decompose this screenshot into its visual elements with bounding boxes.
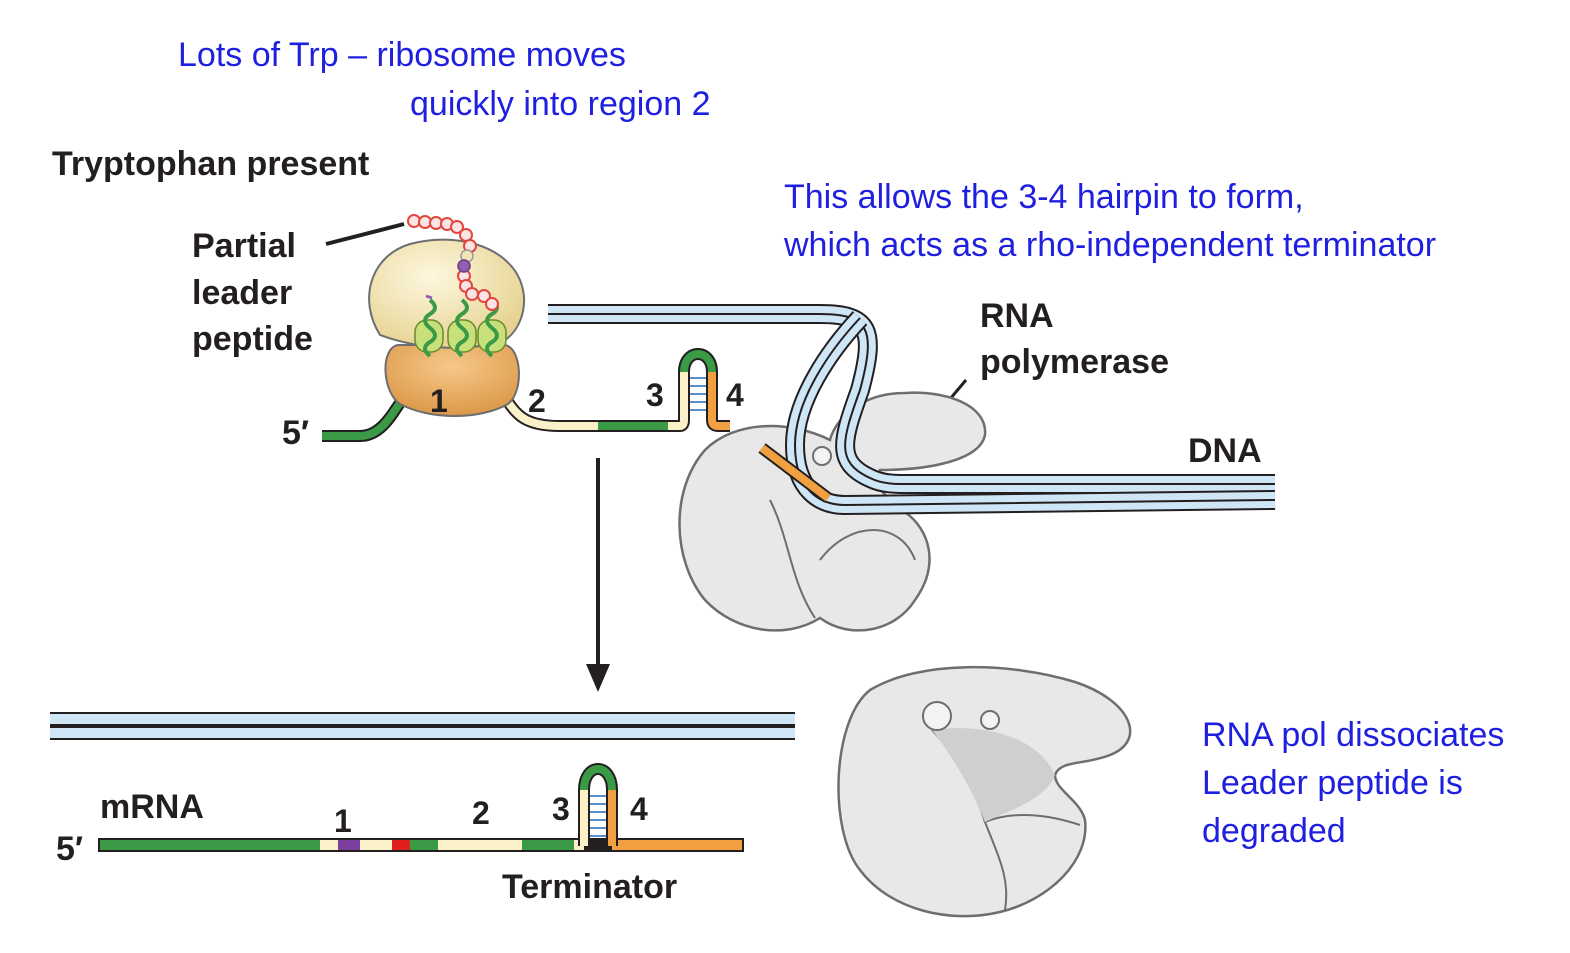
label-partial: Partial <box>192 227 296 265</box>
heading-tryptophan-present: Tryptophan present <box>52 145 369 183</box>
partial-peptide-pointer <box>325 222 405 246</box>
annotation-degraded: degraded <box>1202 812 1346 850</box>
label-peptide: peptide <box>192 320 313 358</box>
mrna-top <box>322 348 730 442</box>
trna-coils <box>423 298 499 358</box>
trna-sites <box>414 319 507 353</box>
annotation-rho-independent: which acts as a rho-independent terminat… <box>783 226 1436 264</box>
nascent-rna-in-polymerase <box>758 443 832 503</box>
dna-top <box>548 304 1276 516</box>
five-prime-top: 5′ <box>282 414 309 452</box>
region-4-top: 4 <box>726 377 744 413</box>
label-terminator: Terminator <box>502 868 677 906</box>
label-rna: RNA <box>980 297 1054 335</box>
progression-arrow <box>586 458 610 692</box>
label-dna: DNA <box>1188 432 1262 470</box>
annotation-leader-peptide: Leader peptide is <box>1202 764 1463 802</box>
region-4-bottom: 4 <box>630 791 648 827</box>
rna-polymerase-dissociated <box>837 665 1132 918</box>
region-2-top: 2 <box>528 383 546 419</box>
ribosome <box>368 238 525 417</box>
annotation-rna-pol-dissociates: RNA pol dissociates <box>1202 716 1504 754</box>
region-3-top: 3 <box>646 377 664 413</box>
region-1-top: 1 <box>430 383 448 419</box>
five-prime-bottom: 5′ <box>56 830 83 868</box>
label-mrna: mRNA <box>100 788 204 826</box>
partial-leader-peptide <box>407 214 499 311</box>
annotation-hairpin-forms: This allows the 3-4 hairpin to form, <box>784 178 1304 216</box>
annotation-lots-of-trp: Lots of Trp – ribosome moves <box>178 36 626 74</box>
mrna-bottom <box>98 763 744 852</box>
dna-bottom <box>50 712 795 740</box>
region-2-bottom: 2 <box>472 795 490 831</box>
annotation-quickly-region-2: quickly into region 2 <box>410 85 711 123</box>
region-1-bottom: 1 <box>334 803 352 839</box>
label-polymerase: polymerase <box>980 343 1169 381</box>
label-leader: leader <box>192 274 292 312</box>
region-3-bottom: 3 <box>552 791 570 827</box>
